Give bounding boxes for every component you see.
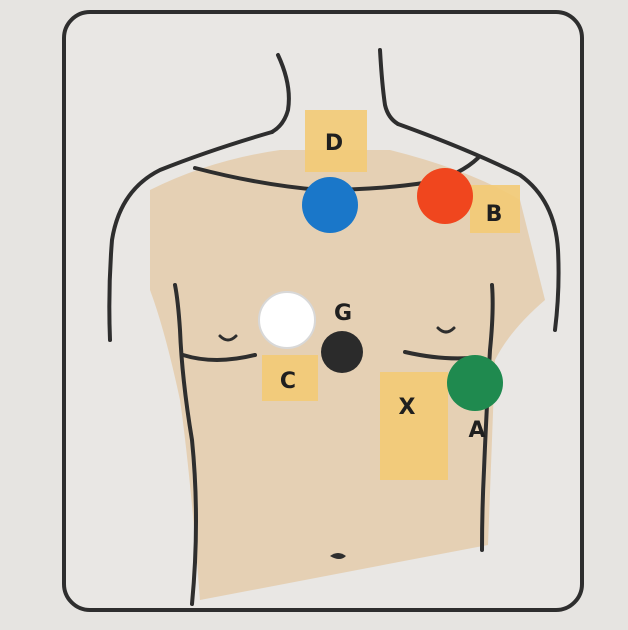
label-X: X bbox=[399, 395, 416, 420]
label-A: A bbox=[468, 418, 485, 443]
label-G: G bbox=[334, 301, 352, 326]
sticker-X bbox=[380, 372, 448, 480]
label-D: D bbox=[325, 131, 343, 156]
electrode-A bbox=[447, 355, 503, 411]
electrode-C bbox=[259, 292, 315, 348]
label-B: B bbox=[486, 202, 503, 227]
electrode-G bbox=[321, 331, 363, 373]
label-C: C bbox=[280, 369, 296, 394]
electrode-D bbox=[302, 177, 358, 233]
electrode-B bbox=[417, 168, 473, 224]
